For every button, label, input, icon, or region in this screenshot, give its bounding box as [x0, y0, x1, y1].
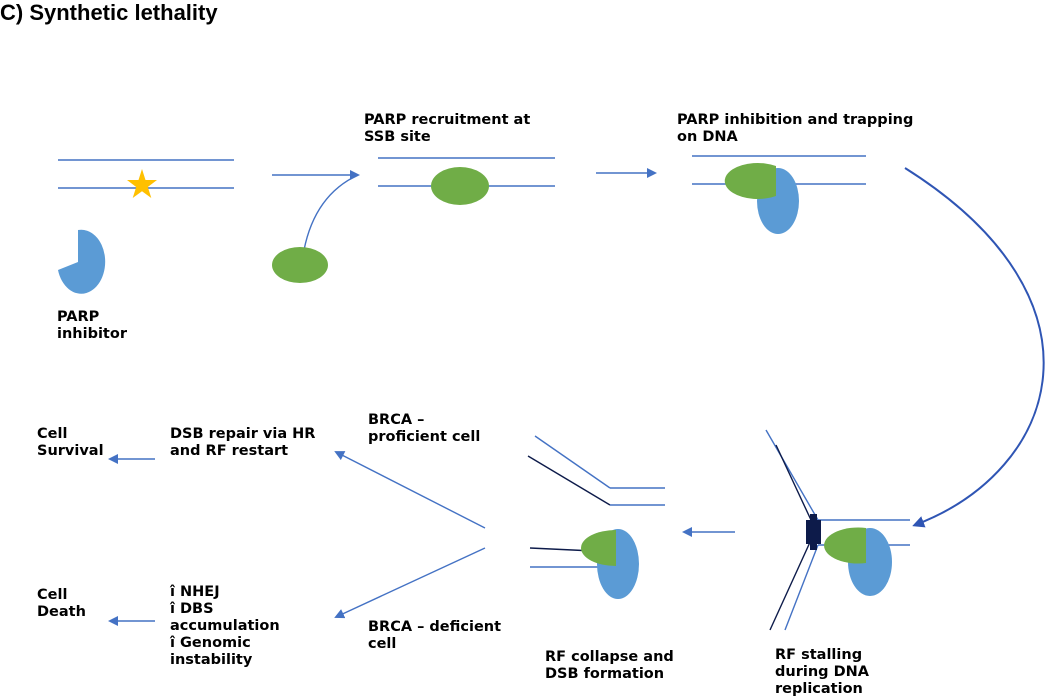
replication-fork-stalled [765, 429, 910, 631]
arrow-to-deficient [334, 547, 486, 619]
replication-block [806, 520, 821, 544]
parp-collapsed [581, 530, 616, 566]
parp-stalled [824, 527, 866, 564]
label-brca-proficient: BRCA –proficient cell [368, 412, 481, 445]
arrow-to-proficient [334, 451, 486, 529]
curved-arrow-to-stalling [904, 167, 1045, 528]
figure-title: C) Synthetic lethality [0, 0, 218, 25]
replication-block-bottom [810, 543, 817, 550]
replication-block-top [810, 514, 817, 521]
parp-inhibitor-shape [58, 229, 106, 294]
recruitment-curve [303, 174, 359, 251]
parp-trapped [724, 163, 776, 199]
ssb-star-icon [127, 169, 157, 198]
parp-bound [431, 167, 489, 205]
parp-enzyme-free [272, 247, 328, 283]
